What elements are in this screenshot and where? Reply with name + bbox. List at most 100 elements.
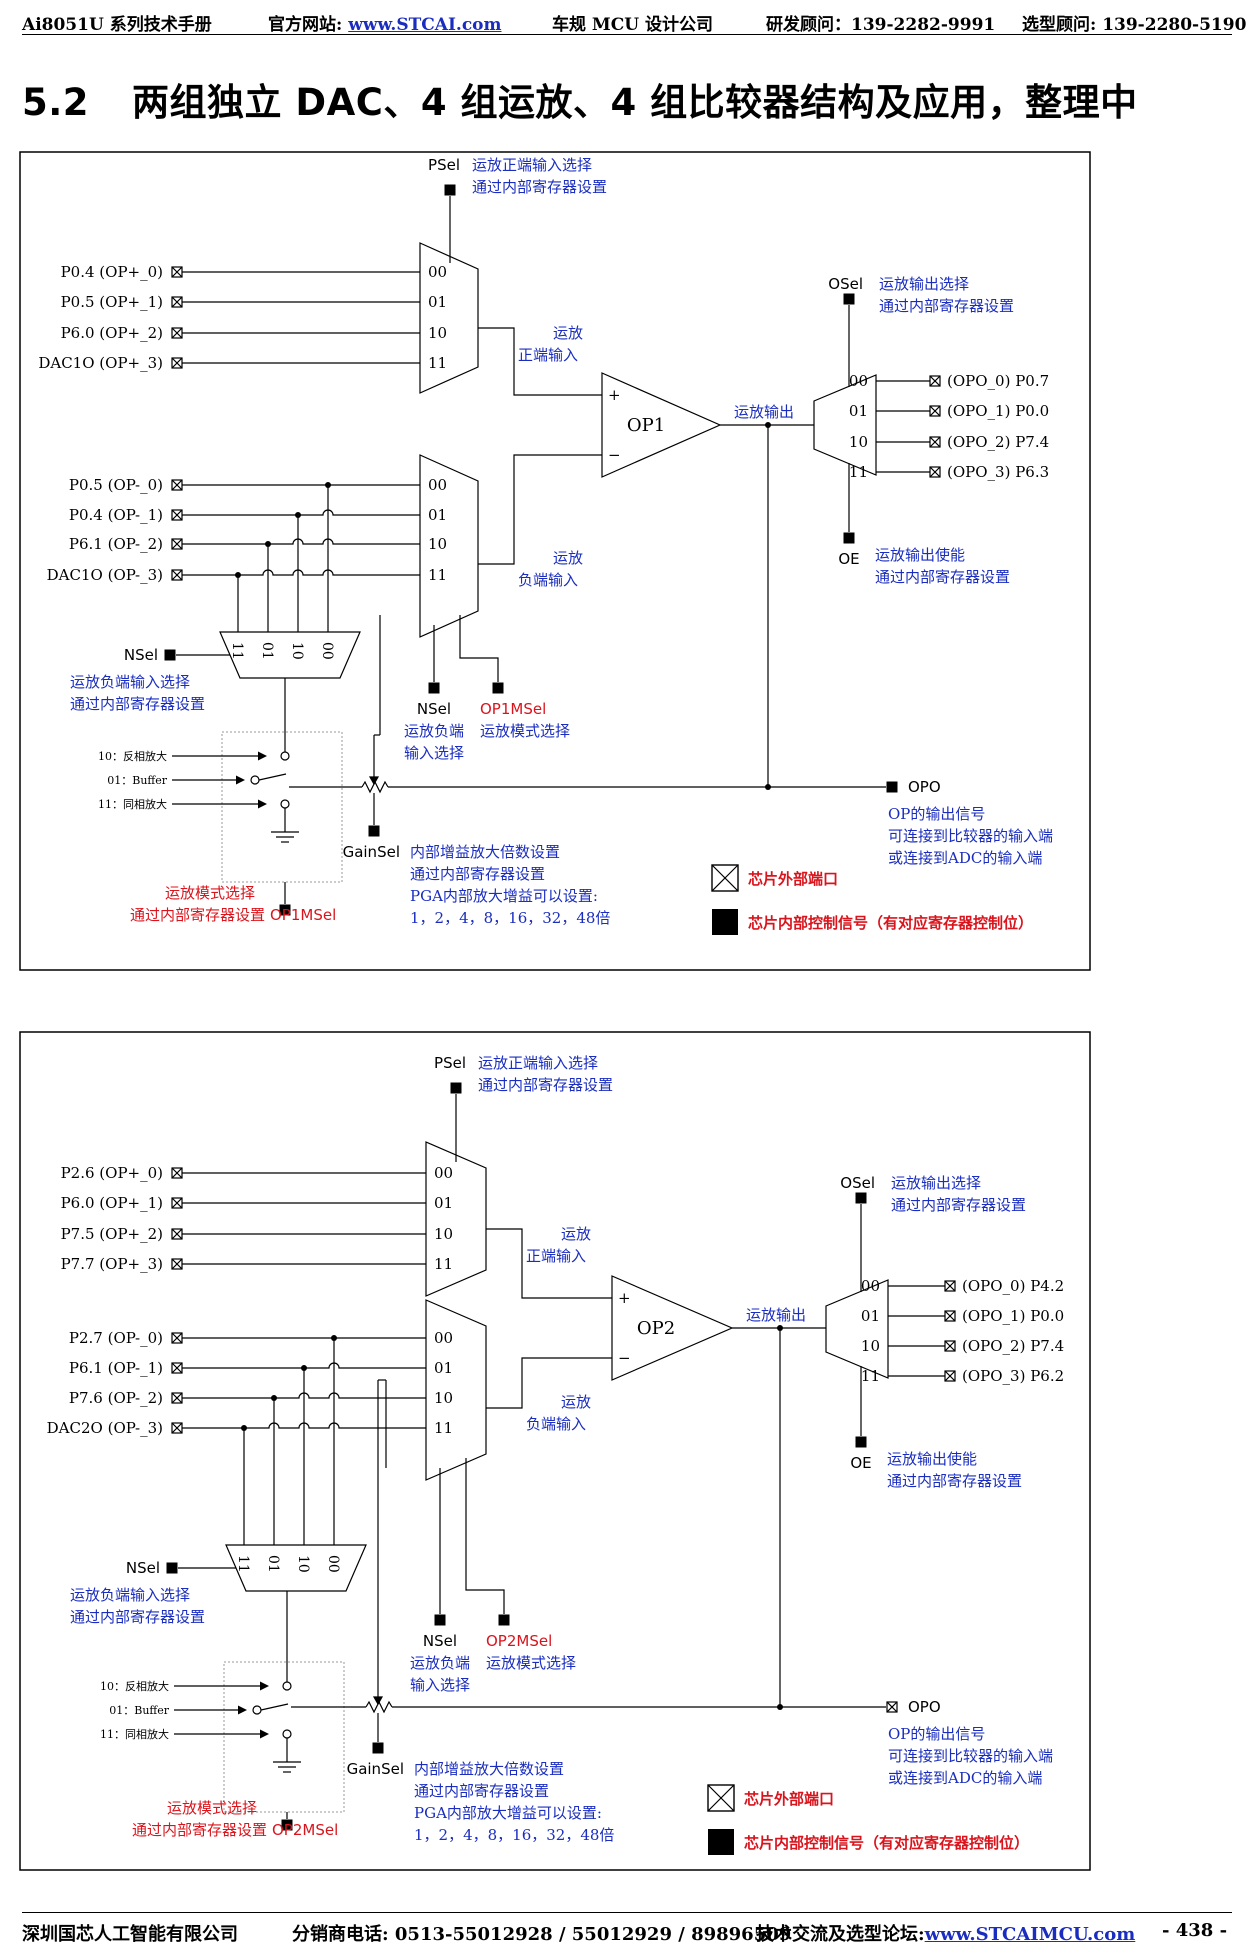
site-link[interactable]: www.STCAI.com <box>348 15 502 35</box>
neg-mux-code: 01 <box>434 1359 453 1377</box>
output-mux-code: 00 <box>849 372 868 390</box>
opo-desc-1: OP的输出信号 <box>888 805 985 823</box>
arrow-head-icon <box>260 1729 269 1739</box>
pin-cross <box>944 1310 956 1322</box>
opmsel2-control-icon <box>279 904 291 916</box>
output-mux-code: 10 <box>861 1337 880 1355</box>
nsel-desc-2: 通过内部寄存器设置 <box>70 1608 205 1626</box>
mode-desc-1: 运放模式选择 <box>167 1799 257 1817</box>
mode-inv-label: 10：反相放大 <box>100 1679 169 1693</box>
pin-cross <box>171 509 183 521</box>
header-rule <box>22 34 1232 35</box>
opo-desc-2: 可连接到比较器的输入端 <box>888 827 1053 845</box>
output-pin-label: (OPO_2) P7.4 <box>947 433 1049 451</box>
nsel-mux-code: 01 <box>259 642 275 660</box>
output-pin-label: (OPO_3) P6.3 <box>947 463 1049 481</box>
neg-input-label-2: 负端输入 <box>526 1415 586 1433</box>
legend-cross <box>707 1784 735 1812</box>
pin-cross <box>171 538 183 550</box>
nsel-control-icon <box>166 1562 178 1574</box>
pin-cross <box>171 1422 183 1434</box>
output-pin-label: (OPO_1) P0.0 <box>962 1307 1064 1325</box>
psel-control-icon <box>450 1082 462 1094</box>
output-mux <box>813 374 877 476</box>
pos-mux-code: 10 <box>434 1225 453 1243</box>
pos-input-mux <box>425 1141 487 1297</box>
gainsel-label: GainSel <box>343 843 400 861</box>
neg-mux-code: 11 <box>434 1419 453 1437</box>
pin-cross <box>171 1258 183 1270</box>
forum-label: 技术交流及选型论坛:www.STCAIMCU.com <box>756 1924 1136 1945</box>
nsel-mux-code: 10 <box>295 1555 311 1573</box>
wiper-arrow-icon <box>368 776 380 786</box>
diagram-frame <box>19 1031 1091 1871</box>
output-pin-label: (OPO_2) P7.4 <box>962 1337 1064 1355</box>
tagline: 车规 MCU 设计公司 <box>552 15 714 35</box>
pin-cross <box>929 405 941 417</box>
mode-sel2-label: OP2MSel <box>272 1821 338 1839</box>
neg-input-pin-label: P2.7 (OP-_0) <box>69 1329 163 1347</box>
pin-cross <box>171 1332 183 1344</box>
nsel-label: NSel <box>126 1559 160 1577</box>
nsel-mux-code: 10 <box>289 642 305 660</box>
psel-control-icon <box>444 184 456 196</box>
gain-desc-4: 1，2，4，8，16，32，48倍 <box>410 909 610 927</box>
opmsel-label: OP1MSel <box>480 700 546 718</box>
forum-link[interactable]: www.STCAIMCU.com <box>924 1924 1136 1945</box>
neg-input-label-1: 运放 <box>561 1393 591 1411</box>
pos-mux-code: 10 <box>428 324 447 342</box>
opo-desc-3: 或连接到ADC的输入端 <box>888 1769 1042 1787</box>
psel-desc-1: 运放正端输入选择 <box>478 1054 598 1072</box>
page-footer: 深圳国芯人工智能有限公司 分销商电话: 0513-55012928 / 5501… <box>22 1914 1232 1948</box>
page-header: Ai8051U 系列技术手册 官方网站: www.STCAI.com 车规 MC… <box>22 6 1246 35</box>
pin-cross <box>171 266 183 278</box>
opmsel-control-icon <box>492 682 504 694</box>
oe-desc-2: 通过内部寄存器设置 <box>887 1472 1022 1490</box>
nsel2-desc-2: 输入选择 <box>404 744 464 762</box>
switch-contact <box>280 751 290 761</box>
arrow-head-icon <box>236 775 245 785</box>
page-number: - 438 - <box>1162 1920 1228 1941</box>
opmsel2-control-icon <box>281 1819 293 1831</box>
section-number: 5.2 <box>22 81 90 124</box>
opmsel-desc: 运放模式选择 <box>486 1654 576 1672</box>
nsel2-desc-1: 运放负端 <box>404 722 464 740</box>
legend-control-signal-icon <box>708 1829 734 1855</box>
output-mux-code: 10 <box>849 433 868 451</box>
mode-desc-2: 通过内部寄存器设置 <box>130 906 265 924</box>
neg-input-pin-label: P6.1 (OP-_2) <box>69 535 163 553</box>
pos-input-label-1: 运放 <box>561 1225 591 1243</box>
gain-desc-2: 通过内部寄存器设置 <box>410 865 545 883</box>
pos-input-pin-label: P2.6 (OP+_0) <box>61 1164 163 1182</box>
arrow-head-icon <box>260 1681 269 1691</box>
gain-desc-2: 通过内部寄存器设置 <box>414 1782 549 1800</box>
output-pin-label: (OPO_1) P0.0 <box>947 402 1049 420</box>
opmsel-wire <box>465 1458 505 1614</box>
pin-cross <box>171 1228 183 1240</box>
nsel-mux <box>219 631 361 679</box>
pin-cross <box>171 296 183 308</box>
nsel-mux-code: 11 <box>235 1555 251 1573</box>
nsel-mux-code: 11 <box>229 642 245 660</box>
gain-desc-4: 1，2，4，8，16，32，48倍 <box>414 1826 614 1844</box>
neg-input-pin-label: P0.5 (OP-_0) <box>69 476 163 494</box>
nsel-desc-1: 运放负端输入选择 <box>70 1586 190 1604</box>
mode-desc-1: 运放模式选择 <box>165 884 255 902</box>
osel-desc-2: 通过内部寄存器设置 <box>891 1196 1026 1214</box>
output-pin-label: (OPO_0) P4.2 <box>962 1277 1064 1295</box>
switch-contact <box>282 1729 292 1739</box>
nsel-desc-2: 通过内部寄存器设置 <box>70 695 205 713</box>
pin-cross <box>929 375 941 387</box>
legend-cross <box>711 864 739 892</box>
pin-cross <box>886 1701 898 1713</box>
neg-input-pin-label: P0.4 (OP-_1) <box>69 506 163 524</box>
pos-input-label-2: 正端输入 <box>518 346 578 364</box>
nsel2-desc-2: 输入选择 <box>410 1676 470 1694</box>
pos-mux-code: 11 <box>434 1255 453 1273</box>
oe-label: OE <box>838 550 859 568</box>
switch-contact <box>250 775 260 785</box>
switch-contact <box>280 799 290 809</box>
pin-cross <box>929 436 941 448</box>
neg-mux-code: 01 <box>428 506 447 524</box>
